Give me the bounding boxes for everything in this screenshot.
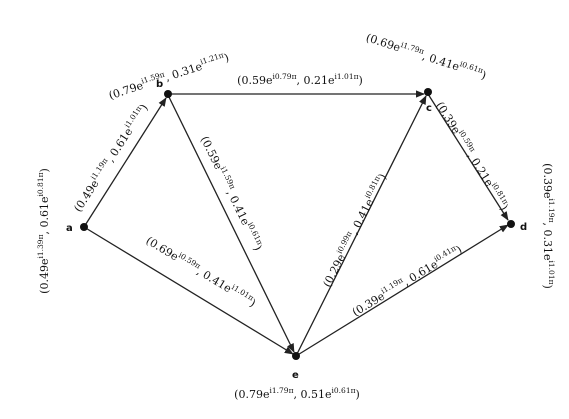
node-a <box>80 223 88 231</box>
edge-e-c-value: (0.29ei0.99π, 0.41ei0.81π) <box>319 171 389 290</box>
edge-e-c <box>295 95 427 357</box>
edge-c-d <box>427 93 509 221</box>
edge-a-b-value: (0.49ei1.19π, 0.61ei1.01π) <box>70 101 151 215</box>
node-d-letter: d <box>520 222 527 233</box>
node-e <box>292 352 300 360</box>
node-d <box>507 220 515 228</box>
node-b-letter: b <box>156 79 163 90</box>
edge-a-e <box>83 226 294 355</box>
node-d-value: (0.39ei1.19π, 0.31ei1.01π) <box>541 163 556 289</box>
node-c-letter: c <box>426 103 432 114</box>
edge-b-e-value: (0.59ei1.59π, 0.41ei0.61π) <box>198 133 267 253</box>
node-e-value: (0.79ei1.79π, 0.51ei0.61π) <box>234 386 360 401</box>
node-a-value: (0.49ei1.39π, 0.61ei0.81π) <box>36 168 51 294</box>
node-c <box>424 88 432 96</box>
edge-b-c-value: (0.59ei0.79π, 0.21ei1.01π) <box>237 72 363 87</box>
edge-a-b <box>83 97 167 228</box>
edge-e-d <box>295 224 509 357</box>
node-e-letter: e <box>292 370 299 381</box>
node-b <box>164 90 172 98</box>
node-c-value: (0.69ei1.79π, 0.41ei0.61π) <box>364 29 488 82</box>
edge-e-d-value: (0.39ei1.19π, 0.61ei0.41π) <box>349 241 464 319</box>
edge-c-d-value: (0.39ei0.59π, 0.21ei0.81π) <box>433 98 512 213</box>
edge-b-e <box>167 94 295 353</box>
node-a-letter: a <box>66 223 73 234</box>
